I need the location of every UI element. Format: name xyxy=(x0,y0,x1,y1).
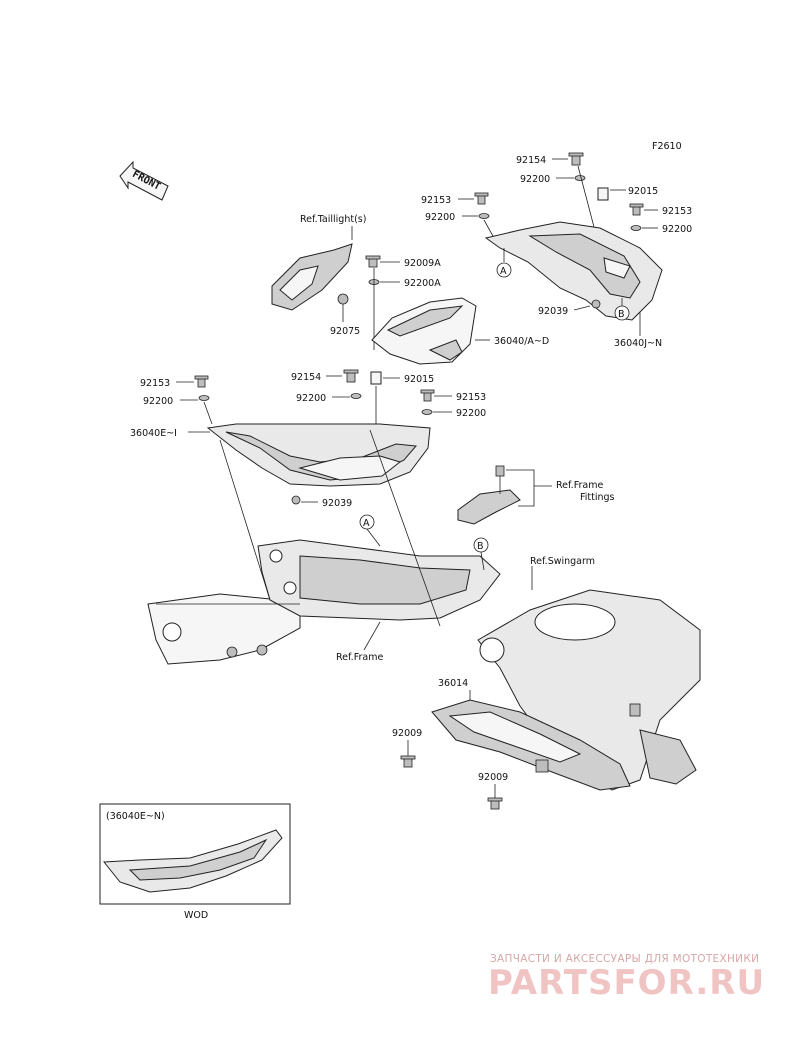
svg-text:B: B xyxy=(618,309,625,320)
bolt-92153-m xyxy=(420,389,435,402)
ref-frame-label: Ref.Frame xyxy=(336,652,383,663)
label-92039-r: 92039 xyxy=(538,306,568,317)
watermark-logo: PARTSFOR.RU xyxy=(488,963,765,1003)
inset-label: (36040E~N) xyxy=(106,811,165,822)
washer-92200-m xyxy=(350,393,362,399)
collar-92015-m xyxy=(370,371,382,385)
washer-92200-l xyxy=(198,395,210,401)
left-side-cover-part xyxy=(206,423,431,487)
chain-cover-part xyxy=(431,699,631,791)
inset-cover-part xyxy=(103,829,283,893)
label-92009-a: 92009 xyxy=(392,728,422,739)
ref-frame-fittings-1: Ref.Frame xyxy=(556,480,603,491)
label-36014: 36014 xyxy=(438,678,468,689)
svg-text:A: A xyxy=(500,266,507,277)
collar-92015-top xyxy=(597,187,609,201)
figure-code: F2610 xyxy=(652,141,682,152)
label-36040JN: 36040J~N xyxy=(614,338,662,349)
watermark-subtitle: ЗАПЧАСТИ И АКСЕССУАРЫ ДЛЯ МОТОТЕХНИКИ xyxy=(490,953,759,965)
svg-text:A: A xyxy=(363,518,370,529)
bolt-92009-b xyxy=(487,797,503,810)
label-92153-tr: 92153 xyxy=(662,206,692,217)
ref-swingarm-label: Ref.Swingarm xyxy=(530,556,595,567)
bolt-92153-tl xyxy=(474,192,489,205)
washer-92200-top xyxy=(574,175,586,181)
svg-text:B: B xyxy=(477,541,484,552)
label-92154-m: 92154 xyxy=(291,372,321,383)
bolt-92009-a xyxy=(400,755,416,768)
label-92039-l: 92039 xyxy=(322,498,352,509)
washer-92200-m2 xyxy=(421,409,433,415)
marker-a-top: A xyxy=(496,248,512,278)
label-36040AD: 36040/A~D xyxy=(494,336,549,347)
label-92200-l: 92200 xyxy=(143,396,173,407)
swingarm-part xyxy=(477,589,701,791)
bolt-92154-top xyxy=(568,152,584,166)
bolt-92009A xyxy=(365,255,381,268)
marker-b-frame: B xyxy=(473,537,489,571)
label-92015-top: 92015 xyxy=(628,186,658,197)
label-92200-tr: 92200 xyxy=(662,224,692,235)
right-side-cover-part xyxy=(484,221,663,321)
bolt-92153-tr xyxy=(629,203,644,216)
label-92200-tl: 92200 xyxy=(425,212,455,223)
bolt-92154-m xyxy=(343,369,359,383)
label-92153-l: 92153 xyxy=(140,378,170,389)
ref-frame-fittings-2: Fittings xyxy=(580,492,615,503)
washer-92200-tl xyxy=(478,213,490,219)
label-92153-m: 92153 xyxy=(456,392,486,403)
front-arrow-icon: FRONT xyxy=(119,160,169,201)
label-92075: 92075 xyxy=(330,326,360,337)
nut-92039-l xyxy=(291,495,301,505)
taillight-part xyxy=(271,243,353,311)
inset-caption: WOD xyxy=(184,910,208,921)
marker-b-top: B xyxy=(614,298,630,321)
label-92009A: 92009A xyxy=(404,258,441,269)
frame-part xyxy=(147,429,501,665)
label-92009-b: 92009 xyxy=(478,772,508,783)
bolt-92153-l xyxy=(194,375,209,388)
label-92015-m: 92015 xyxy=(404,374,434,385)
label-36040EI: 36040E~I xyxy=(130,428,177,439)
center-cover-part xyxy=(371,297,477,365)
label-92200A: 92200A xyxy=(404,278,441,289)
label-92153-tl: 92153 xyxy=(421,195,451,206)
label-92200-m2: 92200 xyxy=(456,408,486,419)
label-92200-m: 92200 xyxy=(296,393,326,404)
washer-92200-tr xyxy=(630,225,642,231)
label-92200-top: 92200 xyxy=(520,174,550,185)
frame-fittings-part xyxy=(457,465,521,525)
ref-taillight-label: Ref.Taillight(s) xyxy=(300,214,366,225)
label-92154-top: 92154 xyxy=(516,155,546,166)
marker-a-frame: A xyxy=(359,514,381,547)
